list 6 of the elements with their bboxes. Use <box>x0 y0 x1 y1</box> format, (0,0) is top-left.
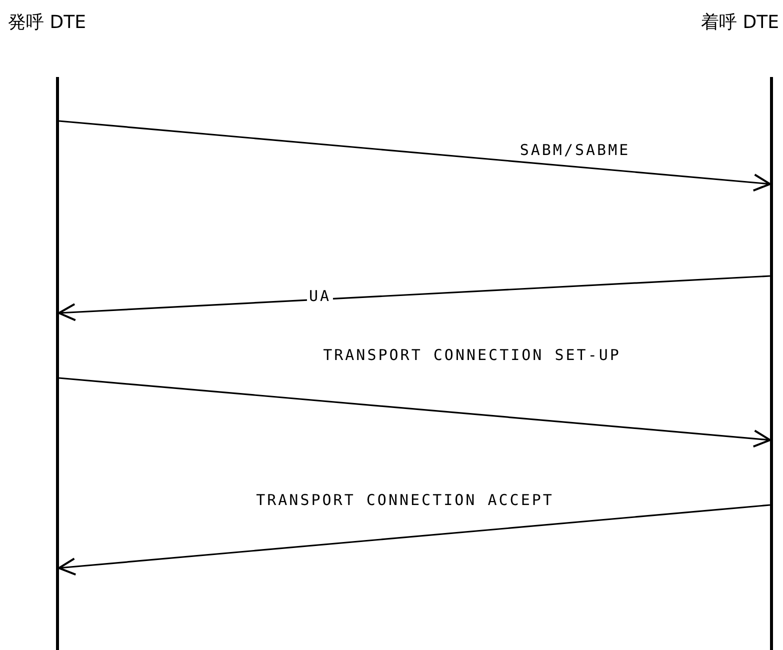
party-heading: 着呼 DTE <box>701 12 779 34</box>
message-arrow <box>58 120 771 192</box>
message-arrow <box>58 275 770 322</box>
message-arrow <box>58 504 770 576</box>
party-heading: 発呼 DTE <box>8 12 86 34</box>
message-arrow <box>58 377 771 448</box>
